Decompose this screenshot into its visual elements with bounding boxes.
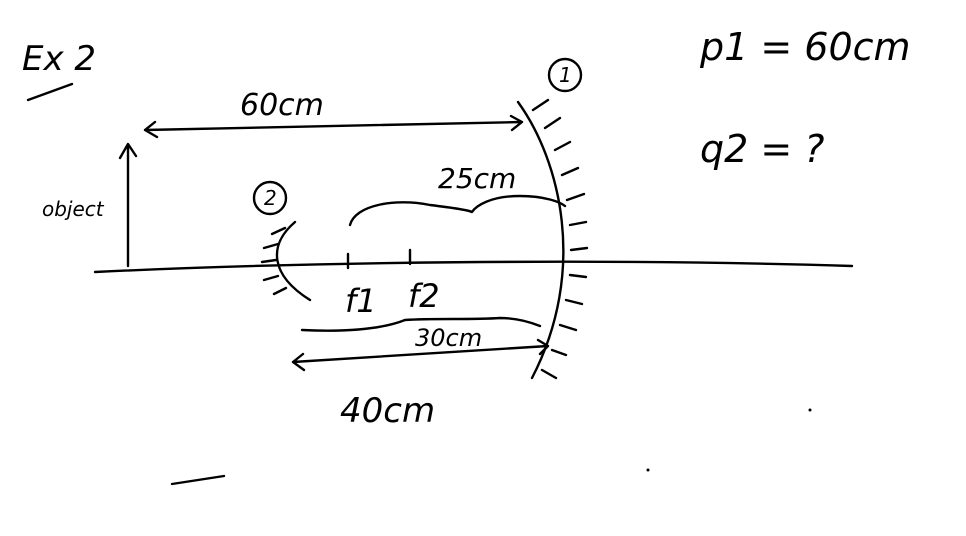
stray-dot-2 xyxy=(646,468,650,472)
mirror-1-number: 1 xyxy=(559,63,572,87)
dimension-arrow-60cm xyxy=(143,114,524,139)
focus-1-label: f1 xyxy=(345,282,377,320)
stray-dot-1 xyxy=(808,408,812,412)
mirror-1-hatching xyxy=(531,98,589,380)
stray-stroke xyxy=(170,474,226,486)
focus-2-label: f2 xyxy=(408,277,440,315)
q2-equation: q2 = ? xyxy=(700,127,824,171)
mirror-2-curve xyxy=(275,220,312,302)
object-arrow xyxy=(118,142,138,268)
mirror-2-number: 2 xyxy=(264,186,277,210)
mirror-2-label-circle xyxy=(252,180,288,216)
mirror-1-curve xyxy=(516,100,565,380)
mirror-1-label-circle xyxy=(547,57,583,93)
example-underline xyxy=(26,82,74,102)
example-label: Ex 2 xyxy=(22,39,96,79)
mirror-2-hatching xyxy=(260,226,288,296)
dimension-label-25cm: 25cm xyxy=(438,162,516,195)
object-label: object xyxy=(42,197,105,221)
brace-25cm xyxy=(348,194,567,227)
brace-30cm xyxy=(300,316,542,332)
optical-axis-line xyxy=(93,260,854,274)
p1-equation: p1 = 60cm xyxy=(699,25,911,69)
dimension-label-30cm: 30cm xyxy=(415,324,482,352)
dimension-label-60cm: 60cm xyxy=(240,88,324,123)
dimension-arrow-40cm xyxy=(291,338,550,372)
dimension-label-40cm: 40cm xyxy=(340,391,435,431)
